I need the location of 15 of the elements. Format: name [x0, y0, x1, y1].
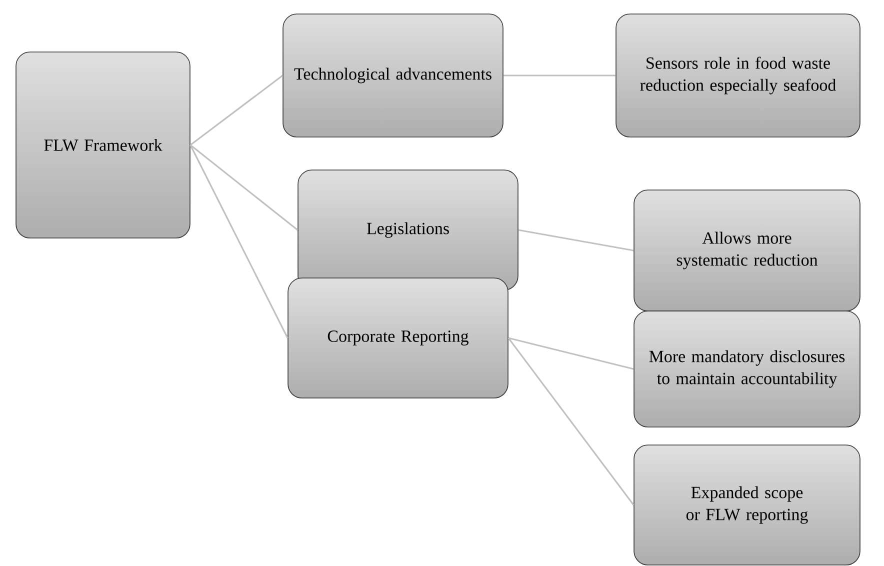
connector-line [503, 74, 616, 76]
connector-line [508, 338, 634, 506]
process-box: More mandatory disclosures to maintain accountability [634, 310, 860, 428]
process-box: Technological advancements [282, 14, 504, 138]
connector-line [190, 144, 288, 338]
process-box: Corporate Reporting [288, 278, 508, 398]
process-box: Sensors role in food waste reduction especially seafood [616, 14, 860, 138]
process-box: Expanded scope or FLW reporting [634, 444, 860, 566]
connector-line [508, 337, 634, 370]
connector-line [518, 229, 634, 252]
process-box: FLW Framework [16, 52, 190, 238]
process-box: Legislations [298, 170, 518, 290]
connector-line [190, 74, 284, 146]
connector-line [190, 144, 298, 231]
process-box: Allows more systematic reduction [634, 190, 860, 312]
